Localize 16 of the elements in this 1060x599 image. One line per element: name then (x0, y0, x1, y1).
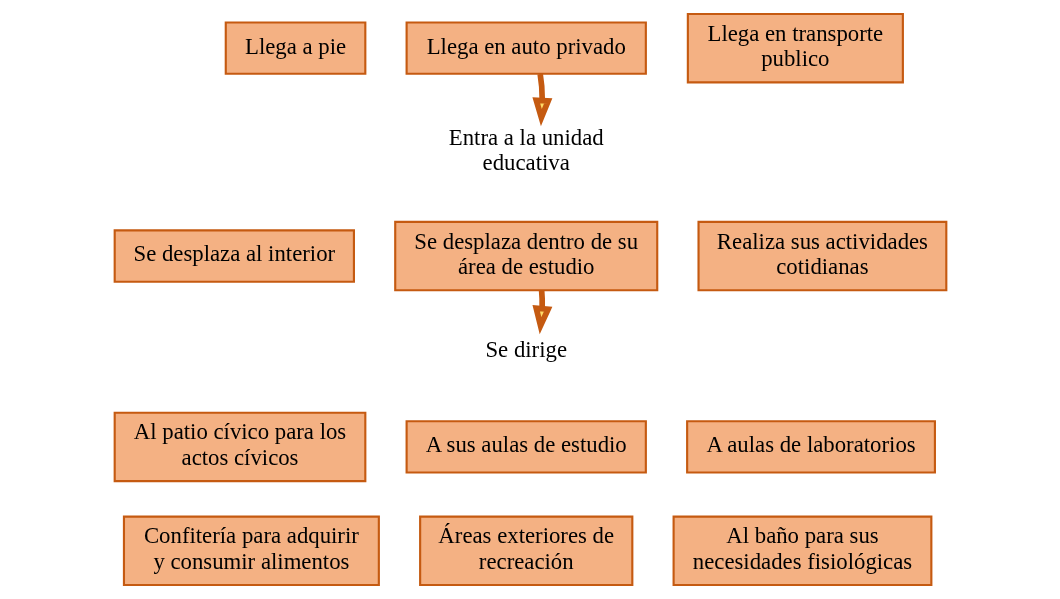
node-text: Entra a la unidad educativa (448, 124, 604, 176)
node-box: Al baño para sus necesidades fisiológicas (672, 515, 932, 587)
node-box: A sus aulas de estudio (405, 420, 647, 474)
node-text: Se dirige (484, 336, 567, 362)
node-box: Llega a pie (224, 21, 366, 75)
arrow (531, 73, 552, 127)
node-box: Áreas exteriores de recreación (418, 515, 633, 587)
node-box: Confitería para adquirir y consumir alimentos (122, 515, 380, 587)
node-box: Al patio cívico para los actos cívicos (113, 411, 366, 483)
arrow (531, 290, 552, 335)
node-box: Llega en transporte publico (686, 12, 904, 84)
node-box: Llega en auto privado (405, 21, 647, 75)
node-box: Realiza sus actividades cotidianas (696, 220, 947, 292)
node-box: Se desplaza al interior (113, 229, 355, 283)
node-box: A aulas de laboratorios (685, 420, 936, 474)
node-box: Se desplaza dentro de su área de estudio (393, 220, 658, 292)
